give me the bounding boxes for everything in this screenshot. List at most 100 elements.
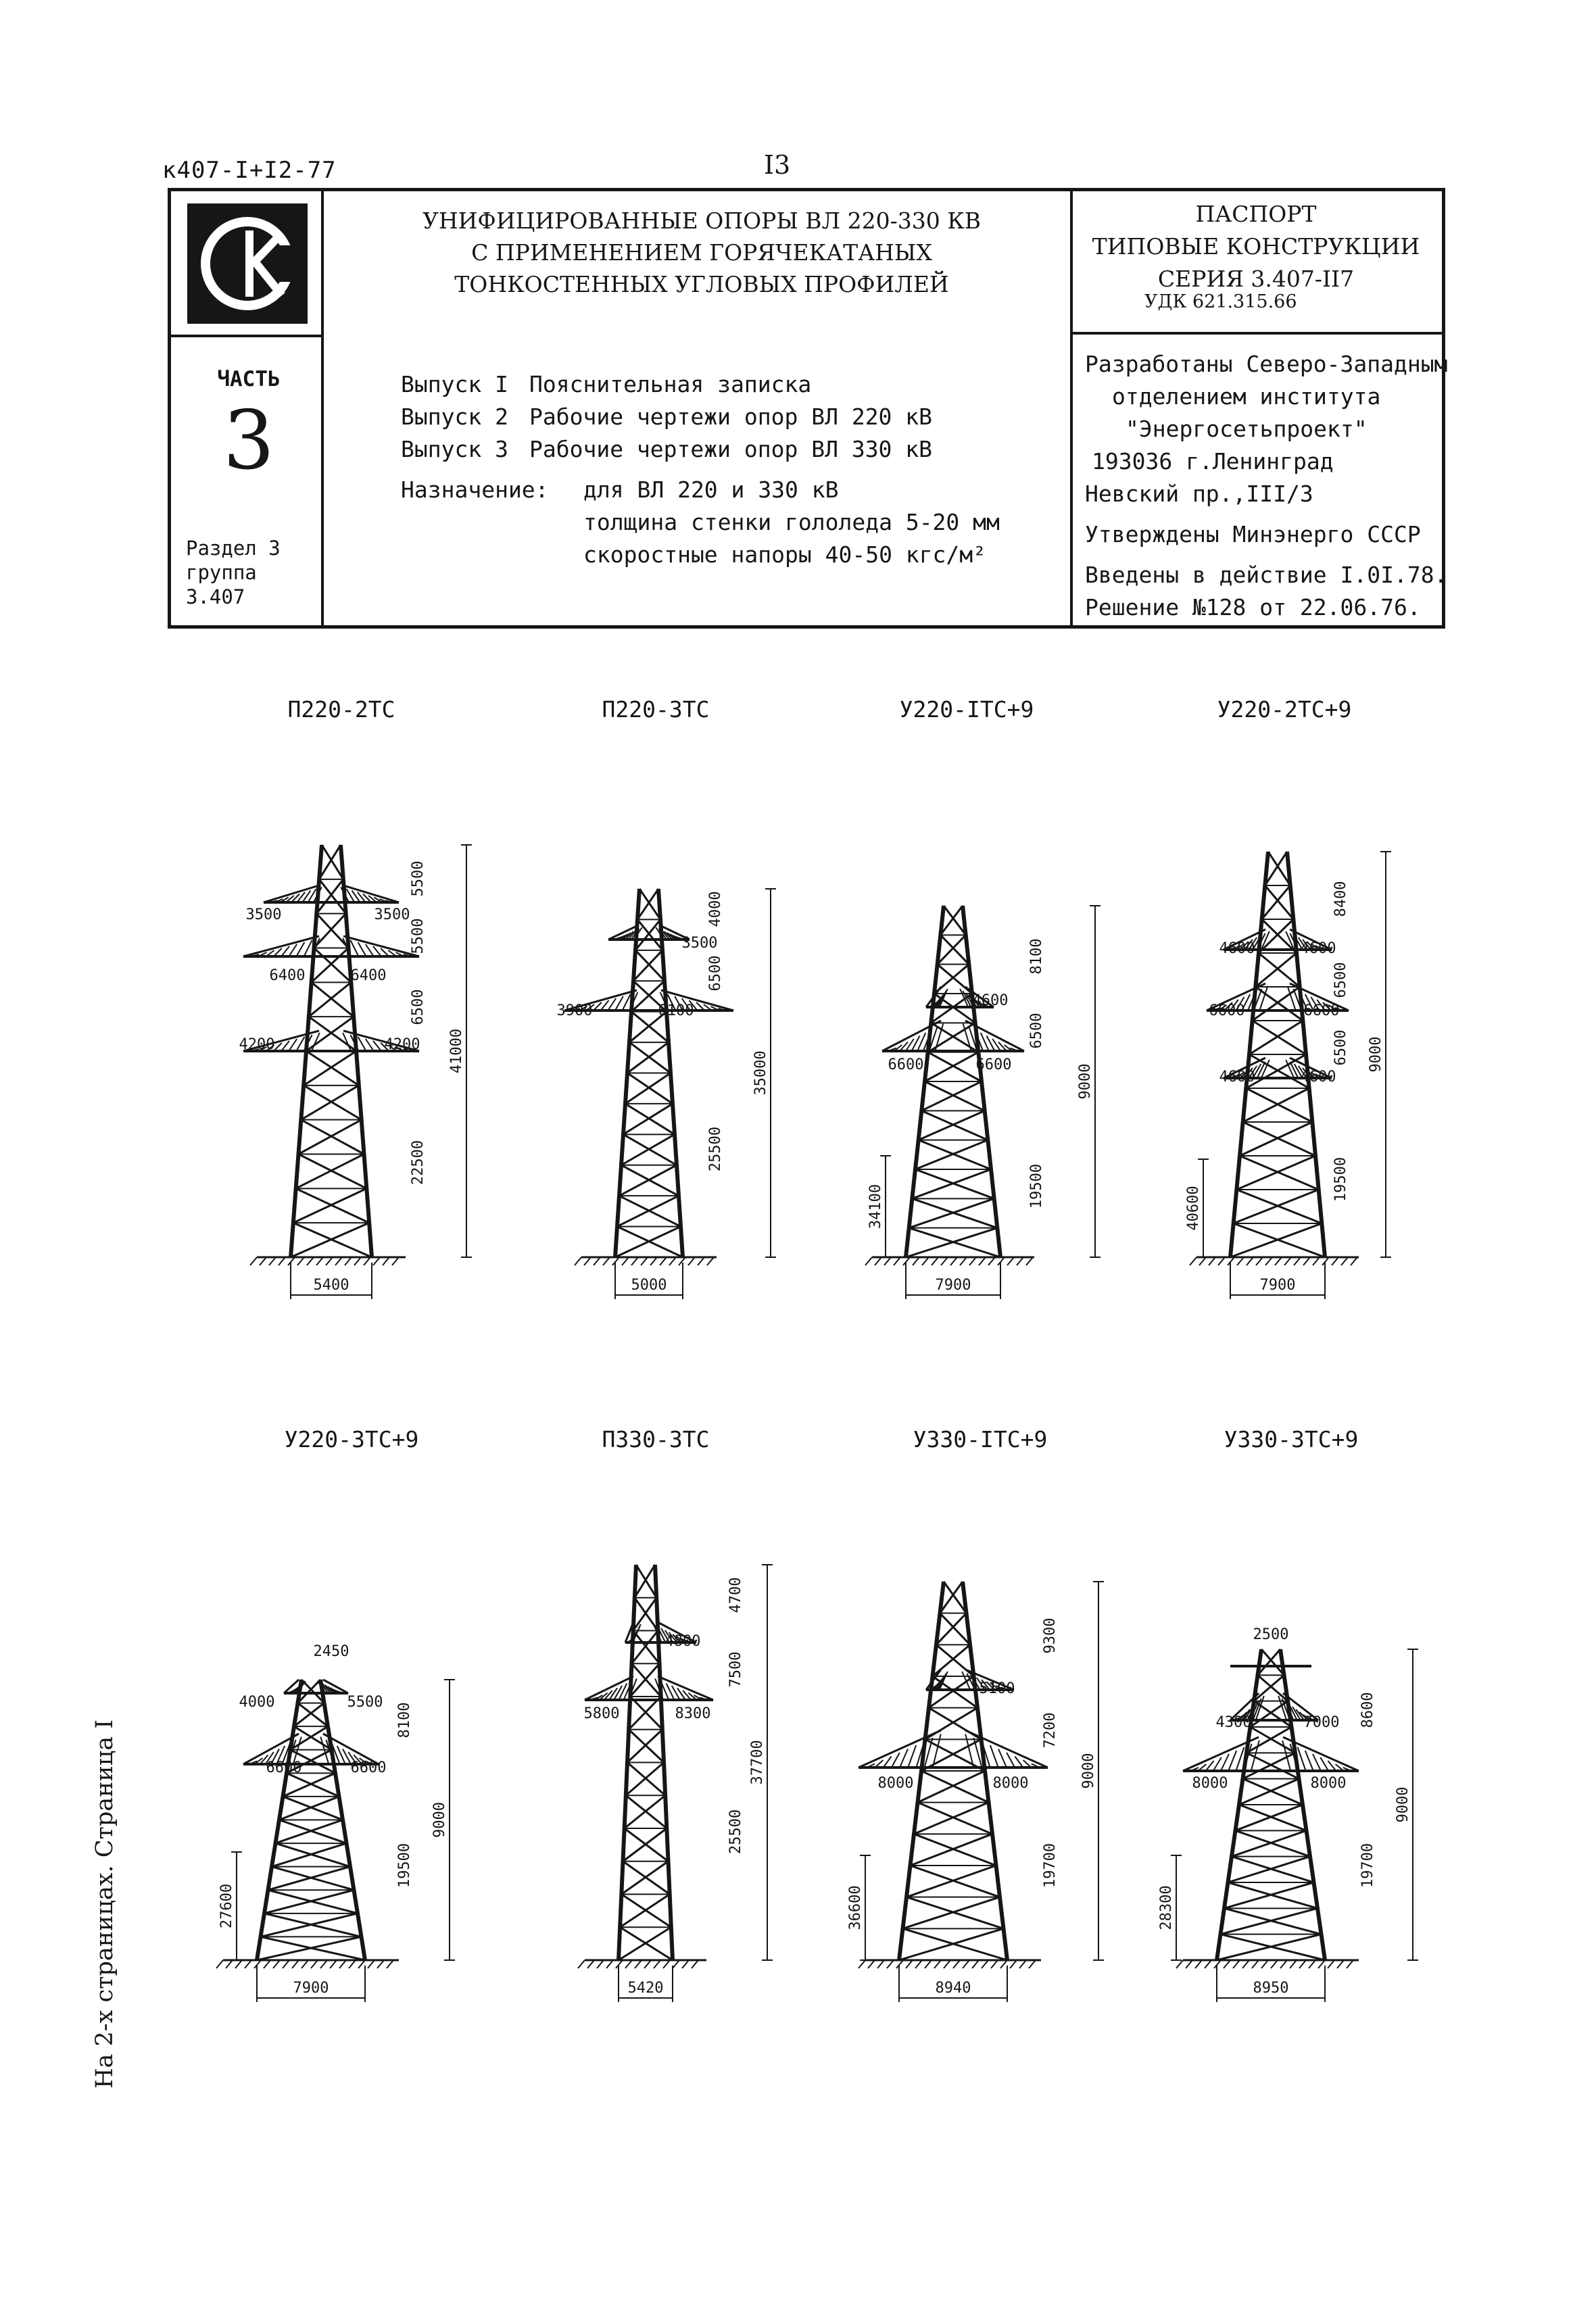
dimension-label: 19500 [1028,1164,1045,1209]
dimension-label: 40600 [1185,1186,1202,1230]
dimension-label: 27600 [218,1884,235,1928]
dimension-label: 8600 [1359,1692,1376,1728]
developer-block: Разработаны Северо-Западным отделением и… [1085,348,1447,624]
dimension-label: 6600 [1304,1002,1340,1019]
tower-name: У220-IТС+9 [899,696,1034,723]
page-count-note: На 2-х страницах. Страница I [91,1719,118,2089]
passport-line: ПАСПОРТ [1195,201,1317,227]
dimension-label: 6500 [410,990,427,1025]
section-line: группа [186,561,257,584]
part-number: 3 [222,394,275,488]
purpose-line: для ВЛ 220 и 330 кВ [583,477,839,503]
developer-line: 193036 г.Ленинград [1092,448,1334,474]
dimension-label: 6600 [888,1056,924,1073]
passport-block: ПАСПОРТ ТИПОВЫЕ КОНСТРУКЦИИ СЕРИЯ 3.407-… [1070,198,1442,295]
dimension-label: 5800 [584,1705,620,1722]
tower-name: П330-3ТС [602,1426,710,1453]
tower-name: П220-2ТС [287,696,395,723]
dimension-label: 5000 [631,1277,667,1294]
tower-name: У220-2ТС+9 [1217,696,1352,723]
dimension-label: 37700 [749,1740,766,1784]
dimension-label: 4000 [707,892,724,927]
dimension-label: 8000 [993,1775,1029,1792]
title-block: УНИФИЦИРОВАННЫЕ ОПОРЫ ВЛ 220-330 КВ С ПР… [168,188,1447,629]
dimension-label: 4300 [1216,1714,1252,1731]
title-line: ТОНКОСТЕННЫХ УГЛОВЫХ ПРОФИЛЕЙ [454,271,949,297]
passport-line: СЕРИЯ 3.407-II7 [1157,266,1355,292]
dimension-label: 19500 [396,1843,413,1888]
dimension-label: 4600 [1219,1069,1255,1086]
approval-text: Утверждены Минэнерго СССР [1085,521,1421,547]
dimension-label: 9000 [1395,1787,1411,1823]
page-number: I3 [764,150,791,180]
dimension-label: 6600 [351,1759,387,1776]
dimension-label: 6100 [658,1002,694,1019]
dimension-label: 5420 [628,1980,664,1997]
dimension-label: 28300 [1158,1885,1175,1930]
title-line: УНИФИЦИРОВАННЫЕ ОПОРЫ ВЛ 220-330 КВ [422,208,981,234]
purpose-block: Назначение: для ВЛ 220 и 330 кВ толщина с… [401,474,1000,571]
dimension-label: 8400 [1332,881,1349,917]
issue-label: Выпуск 3 [401,436,508,462]
dimension-label: 36600 [847,1885,864,1930]
dimension-label: 19500 [1332,1157,1349,1202]
decision-text: Решение №128 от 22.06.76. [1085,594,1421,620]
effective-date: Введены в действие I.0I.78. [1085,562,1448,588]
dimension-label: 8000 [878,1775,914,1792]
part-label: ЧАСТЬ [217,367,281,391]
dimension-label: 7000 [1304,1714,1340,1731]
udk-code: УДК 621.315.66 [1144,291,1297,312]
dimension-label: 25500 [707,1127,724,1171]
section-line: 3.407 [186,585,245,608]
dimension-label: 34100 [867,1184,884,1229]
developer-line: Невский пр.,III/3 [1085,481,1313,507]
tower-name: П220-3ТС [602,696,710,723]
dimension-label: 8300 [675,1705,711,1722]
dimension-label: 7200 [1042,1713,1059,1749]
dimension-label: 8950 [1253,1980,1289,1997]
section-info: Раздел 3 группа 3.407 [186,536,281,609]
purpose-label: Назначение: [401,477,549,503]
dimension-label: 8100 [1028,939,1045,975]
dimension-label: 9000 [1368,1037,1384,1073]
dimension-label: 3500 [682,935,718,952]
dimension-label: 4600 [1301,940,1336,957]
dimension-label: 8100 [396,1703,413,1738]
dimension-label: 5500 [347,1694,383,1711]
dimension-label: 5500 [410,861,427,897]
section-line: Раздел 3 [186,537,281,560]
dimension-label: 3900 [557,1002,593,1019]
dimension-label: 35000 [752,1050,769,1095]
dimension-label: 3500 [246,906,282,923]
issue-label: Выпуск I [401,371,508,397]
dimension-label: 6600 [266,1759,302,1776]
dimension-label: 7900 [293,1980,329,1997]
dimension-label: 41000 [448,1029,465,1073]
dimension-label: 6400 [351,967,387,984]
developer-line: Разработаны Северо-Западным [1085,351,1448,377]
dimension-label: 2450 [314,1643,349,1660]
developer-line: отделением института [1112,383,1381,410]
dimension-label: 4700 [727,1578,744,1613]
issue-text: Рабочие чертежи опор ВЛ 220 кВ [529,404,933,430]
document-title: УНИФИЦИРОВАННЫЕ ОПОРЫ ВЛ 220-330 КВ С ПР… [333,205,1070,300]
dimension-label: 5100 [980,1680,1015,1697]
dimension-label: 4600 [1219,940,1255,957]
purpose-line: толщина стенки гололеда 5-20 мм [583,509,1000,535]
dimension-label: 22500 [410,1140,427,1185]
dimension-label: 3500 [374,906,410,923]
dimension-label: 6600 [1209,1002,1245,1019]
dimension-label: 4600 [973,992,1009,1009]
dimension-label: 9000 [431,1802,448,1838]
dimension-label: 8940 [936,1980,971,1997]
dimension-label: 19700 [1042,1843,1059,1888]
